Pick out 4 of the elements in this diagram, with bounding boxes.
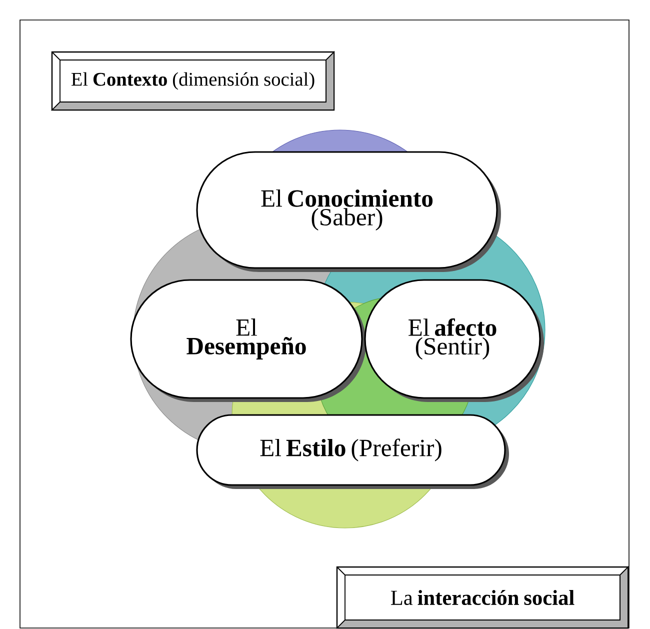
pill-box: El Conocimiento (Saber) xyxy=(196,151,501,272)
pill-box: El afecto (Sentir) xyxy=(364,279,544,402)
pill-box: El Estilo (Preferir) xyxy=(196,414,509,489)
pill-box: El Desempeño xyxy=(130,279,366,402)
